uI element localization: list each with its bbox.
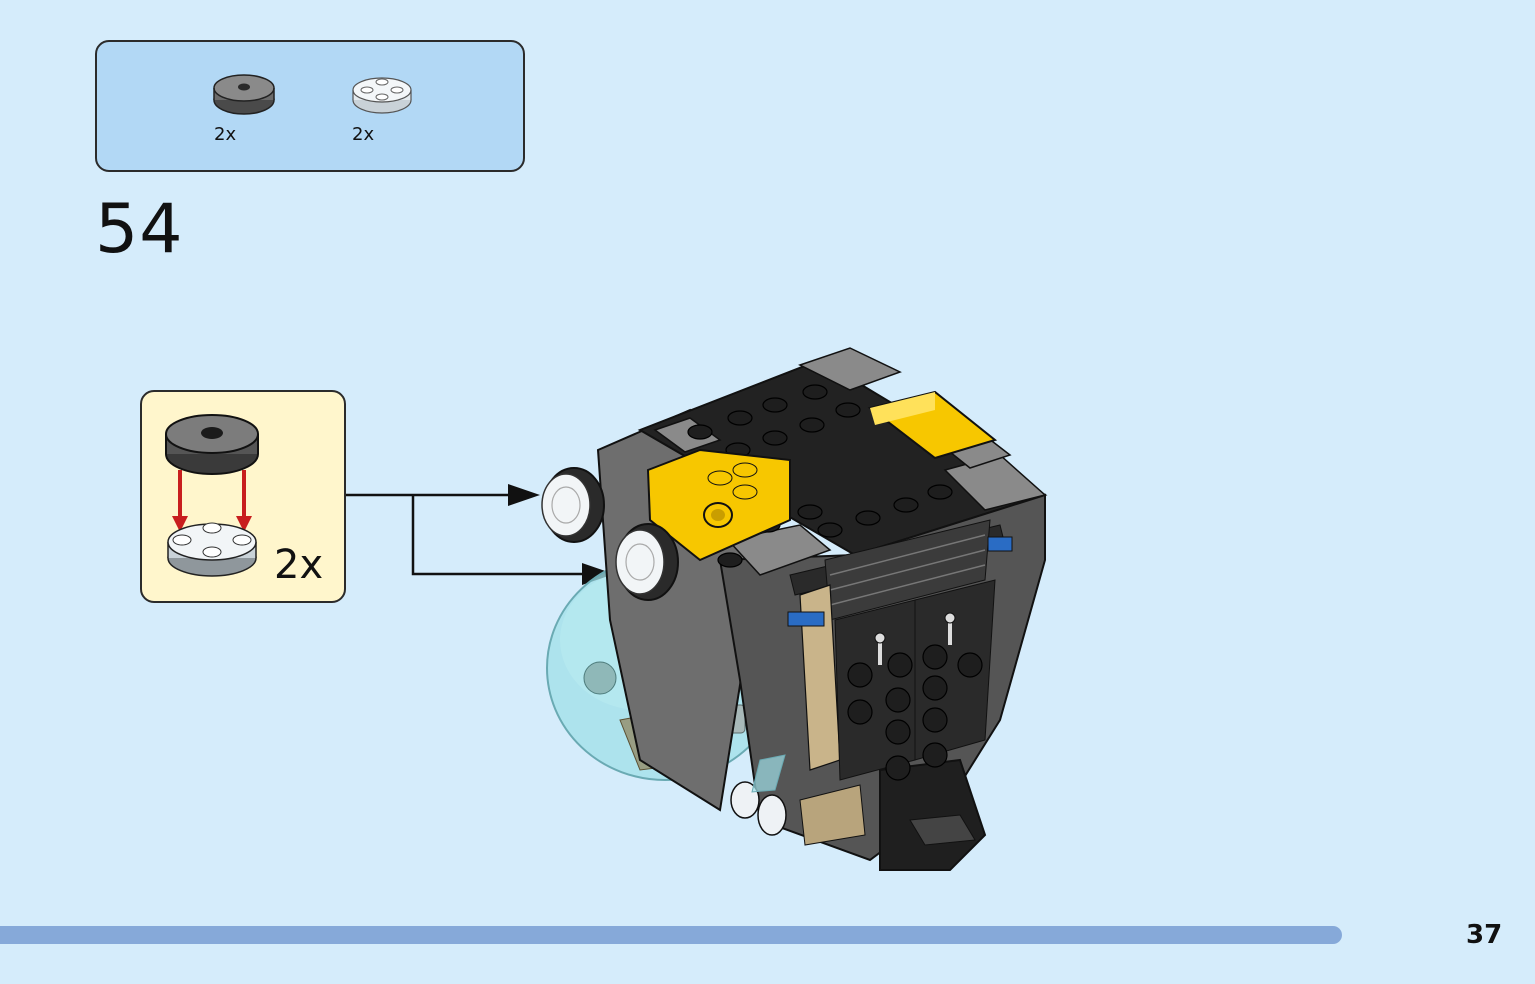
sub-assembly-quantity: 2x: [274, 542, 324, 588]
part-round-plate-trans-clear: [347, 70, 437, 160]
round-tile-dark-gray-icon: [213, 74, 275, 115]
progress-fill: [0, 926, 1342, 944]
part-quantity: 2x: [352, 124, 375, 145]
parts-list-box: 2x 2x: [95, 40, 525, 172]
round-plate-trans-clear-icon: [352, 77, 412, 114]
headlight-left: [541, 467, 605, 543]
headlight-right: [615, 523, 679, 601]
sub-assembly-callout: 2x: [140, 390, 346, 603]
sub-assembly-diagram: [165, 414, 259, 577]
callout-connector-lines: [346, 484, 614, 585]
front-studs: [847, 644, 983, 781]
yellow-pieces: [646, 390, 998, 562]
lower-lights: [730, 754, 787, 836]
progress-bar: [0, 926, 1435, 944]
part-round-tile-dark-gray: [209, 70, 299, 160]
part-quantity: 2x: [214, 124, 237, 145]
page-number: 37: [1466, 920, 1503, 950]
step-number: 54: [95, 190, 184, 269]
